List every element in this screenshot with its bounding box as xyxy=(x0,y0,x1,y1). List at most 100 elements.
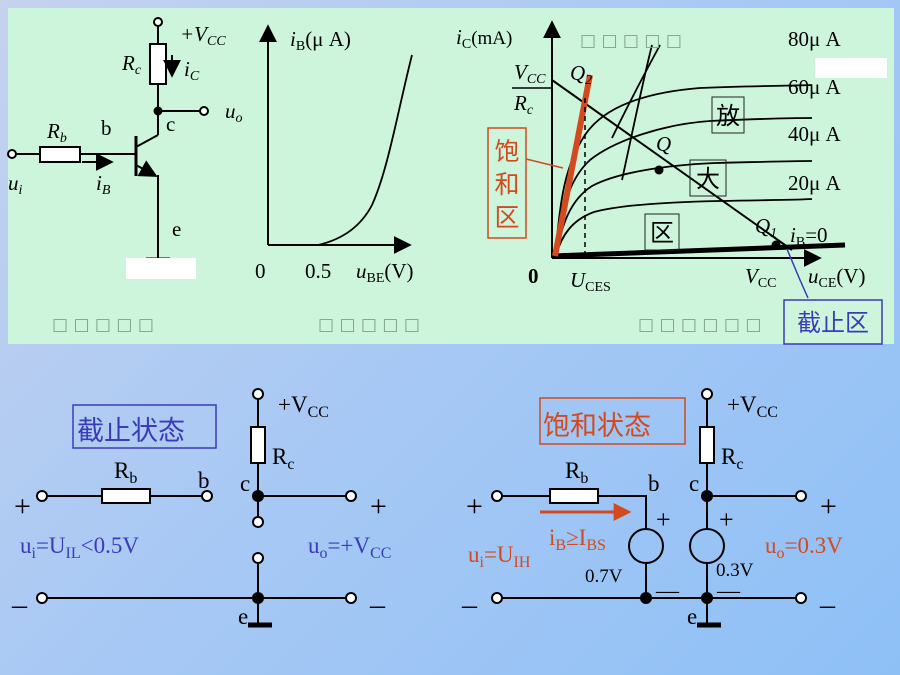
cutoff-e-node xyxy=(252,592,264,604)
ui-terminal xyxy=(7,149,17,159)
active-char-1: 放 xyxy=(716,103,740,130)
sat-e-node xyxy=(701,592,713,604)
vcc-x-label: VCC xyxy=(745,264,777,291)
input-curve xyxy=(268,54,413,246)
saturation-region-line xyxy=(552,74,593,257)
emitter-arrow xyxy=(135,160,158,177)
output-axes xyxy=(543,20,822,267)
sat-vcc-label: +VCC xyxy=(727,392,778,421)
sat-b-ground-node xyxy=(640,592,652,604)
sat-c-label: c xyxy=(689,471,699,496)
cutoff-c-node xyxy=(252,490,264,502)
rc-resistor xyxy=(149,43,167,85)
curve-upper-a xyxy=(611,44,661,139)
sat-e-label: e xyxy=(687,604,697,629)
input-axes xyxy=(259,24,412,254)
rc-denominator: Rc xyxy=(513,91,534,118)
rc-label: Rc xyxy=(121,51,142,78)
active-box-1 xyxy=(711,96,745,134)
input-x-label: uBE(V) xyxy=(356,259,414,286)
input-caption: □ □ □ □ □ xyxy=(318,315,420,335)
cutoff-state-circuit xyxy=(36,388,357,628)
ib-zero-label: iB=0 xyxy=(790,223,828,250)
cutoff-rc-resistor xyxy=(250,426,266,464)
emitter-label: e xyxy=(172,217,181,241)
input-tick-05: 0.5 xyxy=(305,259,331,283)
saturation-char-2: 和 xyxy=(494,171,519,199)
vcc-label: +VCC xyxy=(180,22,226,49)
ib-40-label: 40μ A xyxy=(788,122,842,146)
ic-label: iC xyxy=(184,57,200,84)
cutoff-c-label: c xyxy=(240,471,250,496)
saturation-pointer xyxy=(521,157,564,169)
cutoff-plus-in: + xyxy=(14,490,31,523)
open-switch-bottom xyxy=(252,552,264,564)
white-patch-right xyxy=(815,58,887,78)
sat-vbe-value: 0.7V xyxy=(585,566,623,587)
ib-60-label: 60μ A xyxy=(788,75,842,99)
cutoff-pointer xyxy=(786,248,809,299)
collector-label: c xyxy=(166,112,175,136)
sat-rc-resistor xyxy=(699,426,715,464)
cutoff-curve xyxy=(551,242,846,259)
sat-minus-in: _ xyxy=(461,578,478,611)
saturation-char-1: 饱 xyxy=(494,138,519,166)
active-char-2: 大 xyxy=(696,166,720,193)
output-y-label: iC(mA) xyxy=(456,25,512,52)
base-label: b xyxy=(101,116,112,140)
white-patch-left xyxy=(126,258,196,279)
sat-src2-plus: + xyxy=(719,505,734,534)
sat-src1-plus: + xyxy=(656,505,671,534)
q-point xyxy=(654,165,664,175)
sat-vce-source xyxy=(689,528,725,564)
cutoff-minus-out: _ xyxy=(369,578,386,611)
vcc-terminal xyxy=(153,17,163,27)
sat-ib-equation: iB≥IBS xyxy=(549,525,606,554)
cutoff-vcc-label: +VCC xyxy=(278,392,329,421)
output-origin-label: 0 xyxy=(528,264,539,288)
sat-src2-minus: — xyxy=(716,578,741,603)
cutoff-uo-equation: uo=+VCC xyxy=(308,533,391,562)
sat-uo-equation: uo=0.3V xyxy=(765,533,843,562)
uo-terminal xyxy=(199,106,209,116)
load-line xyxy=(551,79,793,251)
input-origin-label: 0 xyxy=(255,259,266,283)
q1-label: Q1 xyxy=(755,214,777,241)
cutoff-rb-resistor xyxy=(101,488,151,504)
ib-label: iB xyxy=(96,171,111,198)
cutoff-plus-out: + xyxy=(370,490,387,523)
cutoff-rb-label: Rb xyxy=(114,458,137,487)
sat-b-label: b xyxy=(648,471,660,496)
uo-label: uo xyxy=(225,99,243,126)
rb-resistor xyxy=(39,146,81,163)
open-switch-top xyxy=(252,516,264,528)
sat-src1-minus: — xyxy=(655,578,680,603)
circuit-caption: □ □ □ □ □ xyxy=(52,315,154,335)
ib-20-label: 20μ A xyxy=(788,171,842,195)
cutoff-box xyxy=(783,299,883,345)
curve-upper-b xyxy=(621,44,653,181)
cutoff-minus-in: _ xyxy=(11,578,28,611)
cutoff-region-label: 截止区 xyxy=(797,309,869,337)
q1-point xyxy=(771,240,781,250)
input-y-label: iB(μ A) xyxy=(290,27,351,54)
sat-c-node xyxy=(701,490,713,502)
uces-label: UCES xyxy=(570,268,611,295)
sat-plus-in: + xyxy=(466,490,483,523)
curve-40ua xyxy=(555,160,813,255)
sat-rb-label: Rb xyxy=(565,458,588,487)
sat-rc-label: Rc xyxy=(721,444,743,473)
cutoff-title-box xyxy=(72,404,217,449)
saturation-box xyxy=(487,127,527,239)
curve-80ua xyxy=(555,84,813,251)
output-curve-family xyxy=(555,44,813,256)
sat-minus-out: _ xyxy=(819,578,836,611)
cutoff-rc-label: Rc xyxy=(272,444,294,473)
sat-title-box xyxy=(539,397,686,445)
ui-label: ui xyxy=(8,171,23,198)
cutoff-ui-equation: ui=UIL<0.5V xyxy=(20,533,139,562)
output-header: □ □ □ □ □ xyxy=(580,31,682,51)
ib-80-label: 80μ A xyxy=(788,27,842,51)
sat-vce-value: 0.3V xyxy=(716,560,754,581)
